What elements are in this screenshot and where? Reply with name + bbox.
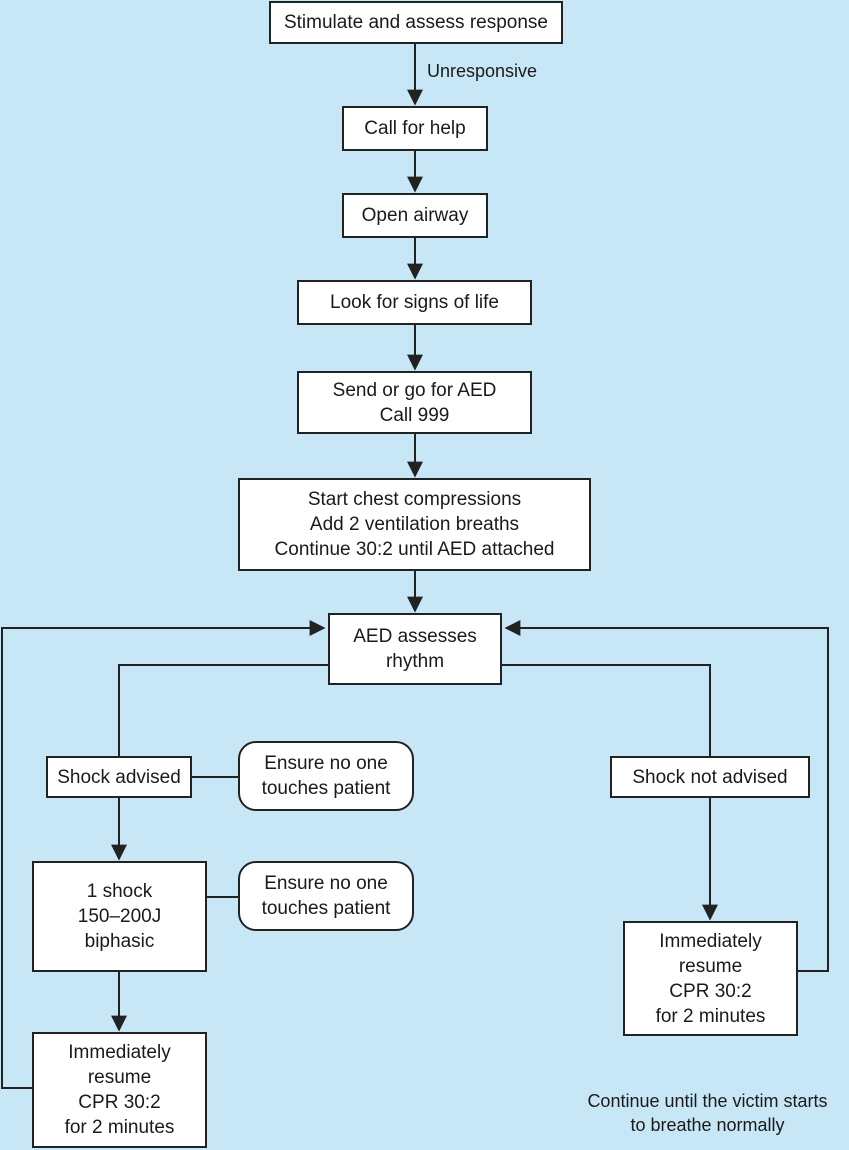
arrow-resume-right-loop-back [504, 620, 829, 972]
node-resume-cpr-right: Immediately resume CPR 30:2 for 2 minute… [623, 921, 798, 1036]
node-ensure-no-one-touches-1: Ensure no one touches patient [238, 741, 414, 811]
arrow-resume-left-loop-back [1, 620, 326, 1089]
node-start-chest-compressions: Start chest compressions Add 2 ventilati… [238, 478, 591, 571]
footnote-continue-until-breathing: Continue until the victim starts to brea… [587, 1091, 828, 1135]
node-ensure-no-one-touches-2: Ensure no one touches patient [238, 861, 414, 931]
node-send-for-aed: Send or go for AED Call 999 [297, 371, 532, 434]
node-look-for-signs-of-life: Look for signs of life [297, 280, 532, 325]
node-call-for-help: Call for help [342, 106, 488, 151]
line-aed-to-shock-not-advised [502, 664, 711, 756]
node-open-airway: Open airway [342, 193, 488, 238]
line-aed-to-shock-advised [118, 664, 328, 756]
node-shock-not-advised: Shock not advised [610, 756, 810, 798]
node-shock-advised: Shock advised [46, 756, 192, 798]
node-stimulate-assess: Stimulate and assess response [269, 1, 563, 44]
node-resume-cpr-left: Immediately resume CPR 30:2 for 2 minute… [32, 1032, 207, 1148]
node-aed-assesses-rhythm: AED assesses rhythm [328, 613, 502, 685]
node-one-shock: 1 shock 150–200J biphasic [32, 861, 207, 972]
label-unresponsive: Unresponsive [427, 61, 538, 81]
